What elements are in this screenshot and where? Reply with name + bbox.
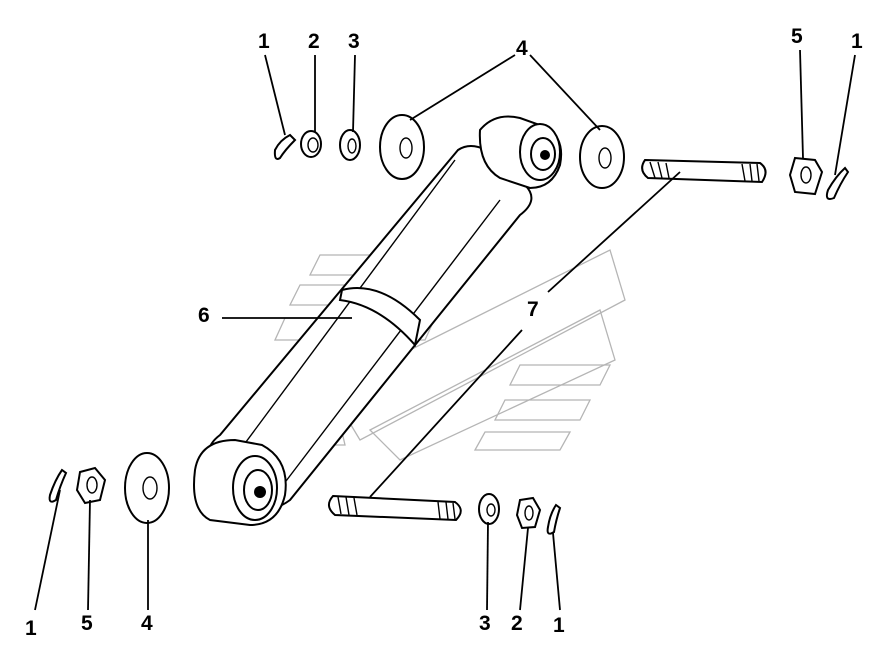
callout-4-bottom: 4	[141, 612, 153, 635]
washer-small-bottom	[478, 493, 500, 525]
castle-nut-bottom	[515, 496, 542, 530]
upper-mount-eye	[478, 115, 563, 190]
castle-nut-top-right	[788, 156, 824, 196]
callout-labels: 1 2 3 4 5 1 6 7 1 5 4 3 2 1	[25, 25, 863, 640]
shock-absorber	[193, 115, 563, 527]
washer-large-top-right	[579, 125, 625, 189]
clamp-band	[338, 287, 422, 348]
callout-6: 6	[198, 304, 210, 327]
callout-4-top: 4	[516, 37, 528, 60]
callout-1-top-right: 1	[851, 30, 863, 53]
cotter-pin-top-left	[273, 133, 297, 160]
washer-small-top-left	[339, 129, 361, 161]
callout-2-top: 2	[308, 30, 320, 53]
stud-bolt-top	[641, 158, 767, 184]
stud-bolt-bottom	[328, 494, 462, 522]
nut-bottom-left	[75, 466, 107, 505]
callout-1-bottom-right: 1	[553, 614, 565, 637]
cotter-pin-bottom-left	[48, 468, 68, 503]
cotter-pin-top-right	[825, 166, 850, 200]
callout-1-top-left: 1	[258, 30, 270, 53]
callout-2-bottom: 2	[511, 612, 523, 635]
callout-7: 7	[527, 298, 539, 321]
cotter-pin-bottom-right	[546, 503, 562, 535]
callout-5-bottom: 5	[81, 612, 93, 635]
leader-lines	[34, 49, 856, 611]
washer-large-bottom-left	[124, 452, 170, 524]
callout-1-bottom-left: 1	[25, 617, 37, 640]
callout-3-top: 3	[348, 30, 360, 53]
lower-mount-eye	[193, 438, 287, 527]
callout-3-bottom: 3	[479, 612, 491, 635]
nut-top-left	[300, 130, 322, 158]
washer-large-top-left	[379, 114, 425, 180]
callout-5-top: 5	[791, 25, 803, 48]
